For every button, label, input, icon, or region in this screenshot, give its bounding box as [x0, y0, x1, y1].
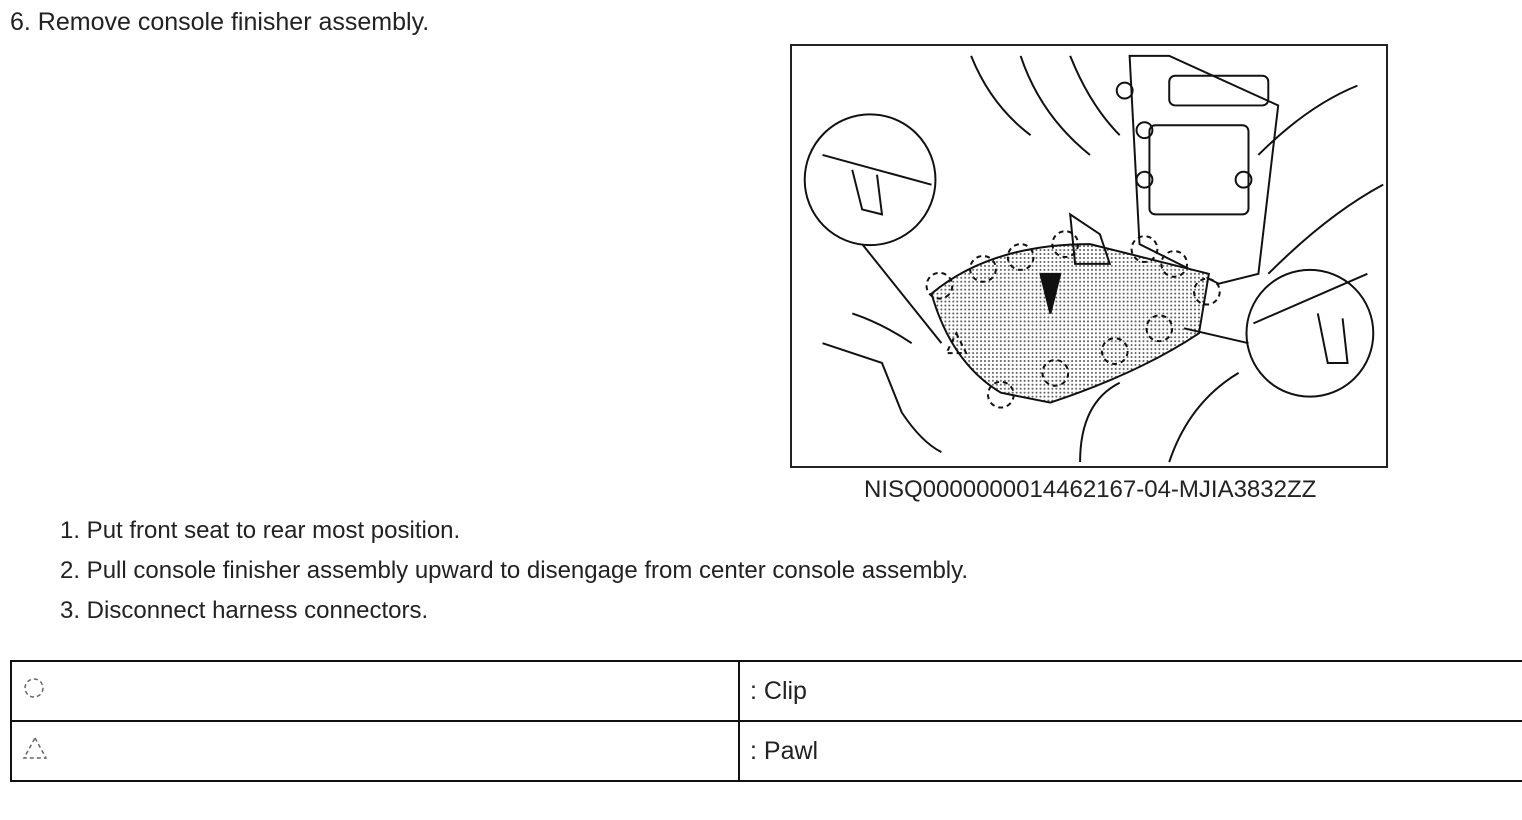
dashed-triangle-icon	[22, 735, 48, 759]
step-title: 6. Remove console finisher assembly.	[10, 8, 430, 36]
legend-label-clip: : Clip	[738, 660, 1522, 722]
substep-item: 1. Put front seat to rear most position.	[60, 517, 461, 544]
legend-table: : Clip : Pawl	[10, 660, 1522, 782]
console-finisher-illustration	[790, 44, 1388, 468]
figure-caption: NISQ0000000014462167-04-MJIA3832ZZ	[864, 476, 1317, 503]
dashed-circle-icon	[24, 677, 44, 698]
substep-list: 1. Put front seat to rear most position.…	[60, 512, 968, 632]
substep-item: 3. Disconnect harness connectors.	[60, 597, 429, 624]
table-row: : Clip	[10, 660, 1522, 722]
legend-label-pawl: : Pawl	[738, 720, 1522, 782]
substep-item: 2. Pull console finisher assembly upward…	[60, 557, 969, 584]
table-row: : Pawl	[10, 720, 1522, 782]
